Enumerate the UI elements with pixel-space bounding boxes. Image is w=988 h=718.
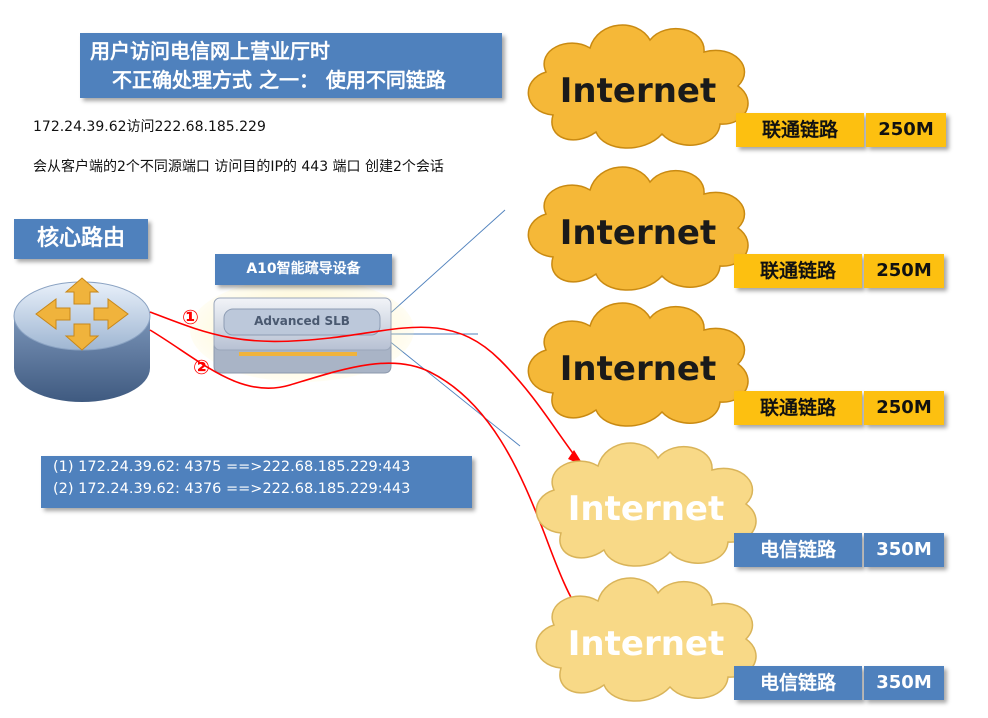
session-paths	[149, 311, 583, 616]
path-marker-2: ②	[193, 355, 210, 379]
session-list: (1) 172.24.39.62: 4375 ==>222.68.185.229…	[41, 456, 472, 508]
cloud-label: Internet	[560, 349, 716, 389]
link-name-tag: 电信链路	[734, 533, 862, 567]
path-marker-1: ①	[182, 305, 199, 329]
link-name-tag: 电信链路	[734, 666, 862, 700]
cloud-label: Internet	[560, 213, 716, 253]
cloud-label: Internet	[568, 489, 724, 529]
cloud-icon: Internet	[527, 24, 749, 149]
core-router-label: 核心路由	[14, 219, 148, 259]
slb-device-icon	[190, 278, 414, 382]
access-text: 172.24.39.62访问222.68.185.229	[33, 119, 266, 135]
cloud-icon: Internet	[527, 302, 749, 427]
link-name-tag: 联通链路	[736, 113, 864, 147]
cloud-icon: Internet	[527, 166, 749, 291]
session-item-1: (1) 172.24.39.62: 4375 ==>222.68.185.229…	[53, 459, 411, 475]
link-bandwidth-tag: 250M	[864, 254, 944, 288]
slb-text: Advanced SLB	[254, 314, 350, 328]
session-path-1	[149, 311, 579, 461]
title-line-1: 用户访问电信网上营业厅时	[90, 39, 330, 63]
link-bandwidth-tag: 350M	[864, 533, 944, 567]
title-line-2: 不正确处理方式 之一： 使用不同链路	[112, 68, 446, 92]
link-name-tag: 联通链路	[734, 254, 862, 288]
link-name-tag: 联通链路	[734, 391, 862, 425]
session-text: 会从客户端的2个不同源端口 访问目的IP的 443 端口 创建2个会话	[33, 159, 444, 175]
cloud-icon: Internet	[535, 577, 757, 702]
cloud-label: Internet	[568, 624, 724, 664]
link-bandwidth-tag: 250M	[864, 391, 944, 425]
router-icon	[13, 281, 151, 402]
link-bandwidth-tag: 250M	[866, 113, 946, 147]
session-item-2: (2) 172.24.39.62: 4376 ==>222.68.185.229…	[53, 481, 411, 497]
a10-device-label: A10智能疏导设备	[215, 254, 392, 285]
link-bandwidth-tag: 350M	[864, 666, 944, 700]
page-title: 用户访问电信网上营业厅时 不正确处理方式 之一： 使用不同链路	[80, 33, 502, 98]
session-path-2	[149, 329, 583, 616]
cloud-icon: Internet	[535, 442, 757, 567]
arrow-cross-icon	[35, 277, 129, 351]
cloud-label: Internet	[560, 71, 716, 111]
